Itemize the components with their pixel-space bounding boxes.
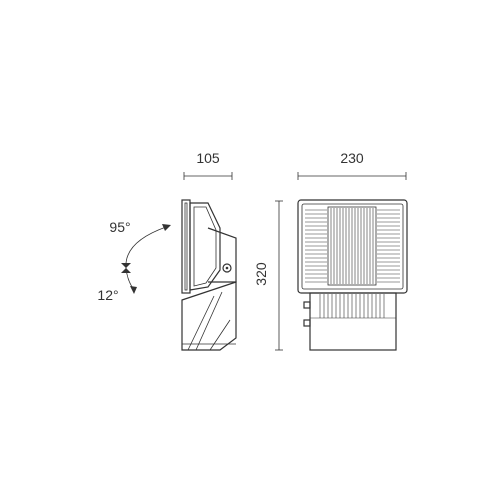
pivot-bolt-center <box>225 266 229 270</box>
side-width-label: 105 <box>196 150 220 166</box>
front-mount-box <box>309 292 397 351</box>
front-width-label: 230 <box>340 150 364 166</box>
side-width-dimension: 105 <box>183 150 233 180</box>
tilt-down-label: 12° <box>97 287 118 303</box>
side-mount-brace-2 <box>195 291 223 351</box>
front-vertical-grille <box>330 208 374 284</box>
front-cable-gland-bottom <box>303 319 311 327</box>
height-dimension: 320 <box>253 200 283 351</box>
front-mount-fins <box>310 294 396 319</box>
tilt-arc <box>125 226 167 291</box>
height-label: 320 <box>253 262 269 286</box>
pivot-bolt-icon <box>222 263 232 273</box>
side-mount-brace-3 <box>209 319 231 351</box>
front-center-grille <box>327 206 377 286</box>
side-housing <box>189 202 221 291</box>
tilt-pivot-top-icon <box>121 263 131 268</box>
side-mount-brace-1 <box>187 295 215 351</box>
front-inner-frame <box>301 203 404 290</box>
fixture-side-view <box>181 199 237 351</box>
front-width-dimension: 230 <box>297 150 407 180</box>
front-horizontal-fins <box>305 209 400 283</box>
tilt-arrow-up-icon <box>162 224 171 231</box>
tilt-arrow-down-icon <box>130 286 137 294</box>
side-bracket <box>207 227 237 283</box>
tilt-pivot-bottom-icon <box>121 268 131 273</box>
side-housing-inner <box>193 206 217 287</box>
tilt-angle-indicator: 95° 12° <box>97 219 171 303</box>
tilt-up-label: 95° <box>109 219 130 235</box>
front-cable-gland-top <box>303 301 311 309</box>
fixture-front-view <box>297 199 408 351</box>
side-front-glass <box>184 202 188 291</box>
side-front-frame <box>181 199 191 294</box>
